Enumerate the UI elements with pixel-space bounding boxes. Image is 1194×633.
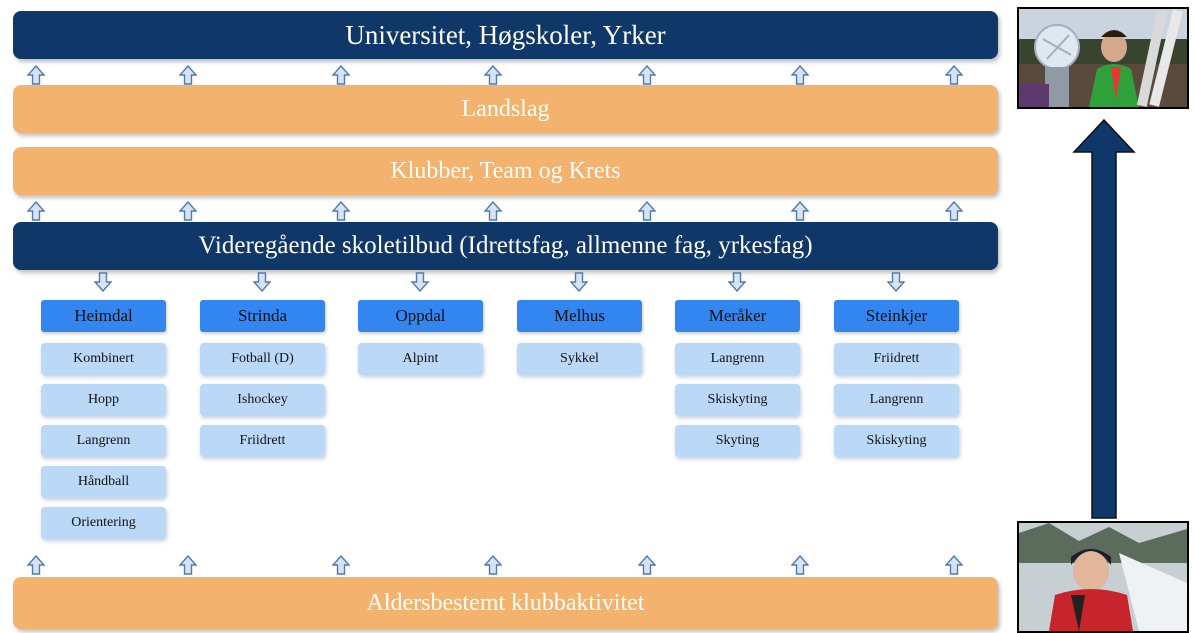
sport-item: Orientering — [41, 507, 166, 539]
up-arrow-icon — [791, 65, 809, 85]
sport-item: Friidrett — [200, 425, 325, 457]
sport-item: Fotball (D) — [200, 343, 325, 375]
up-arrow-icon — [179, 65, 197, 85]
sport-item: Skiskyting — [834, 425, 959, 457]
sport-item: Hopp — [41, 384, 166, 416]
up-arrow-icon — [484, 555, 502, 575]
down-arrow-icon — [411, 272, 429, 292]
down-arrow-icon — [887, 272, 905, 292]
landslag-bar: Landslag — [13, 85, 998, 133]
school-oppdal: Oppdal — [358, 300, 483, 332]
up-arrow-icon — [945, 65, 963, 85]
up-arrow-icon — [484, 65, 502, 85]
up-arrow-icon — [179, 201, 197, 221]
down-arrow-icon — [728, 272, 746, 292]
up-arrow-icon — [484, 201, 502, 221]
school-steinkjer: Steinkjer — [834, 300, 959, 332]
down-arrow-icon — [570, 272, 588, 292]
sport-item: Friidrett — [834, 343, 959, 375]
klubber-bar: Klubber, Team og Krets — [13, 147, 998, 195]
down-arrow-icon — [253, 272, 271, 292]
up-arrow-icon — [945, 201, 963, 221]
klubber-label: Klubber, Team og Krets — [390, 157, 621, 184]
arrow-row-middle — [0, 201, 1000, 223]
sport-item: Håndball — [41, 466, 166, 498]
youth-photo — [1017, 521, 1189, 633]
sport-item: Kombinert — [41, 343, 166, 375]
up-arrow-icon — [638, 65, 656, 85]
klubbaktivitet-bar: Aldersbestemt klubbaktivitet — [13, 577, 998, 629]
up-arrow-icon — [332, 555, 350, 575]
sport-item: Skiskyting — [675, 384, 800, 416]
school-strinda: Strinda — [200, 300, 325, 332]
sport-item: Langrenn — [834, 384, 959, 416]
school-heimdal: Heimdal — [41, 300, 166, 332]
arrow-row-bottom — [0, 555, 1000, 577]
arrow-row-down — [0, 272, 1000, 294]
arrow-row-top — [0, 65, 1000, 87]
down-arrow-icon — [94, 272, 112, 292]
big-up-arrow-icon — [1072, 118, 1136, 519]
school-meråker: Meråker — [675, 300, 800, 332]
up-arrow-icon — [27, 555, 45, 575]
up-arrow-icon — [791, 201, 809, 221]
sport-item: Ishockey — [200, 384, 325, 416]
up-arrow-icon — [638, 201, 656, 221]
up-arrow-icon — [332, 201, 350, 221]
landslag-label: Landslag — [461, 95, 550, 122]
sport-item: Langrenn — [675, 343, 800, 375]
champion-photo — [1017, 7, 1189, 109]
universitet-label: Universitet, Høgskoler, Yrker — [345, 19, 666, 50]
sport-item: Langrenn — [41, 425, 166, 457]
vgs-label: Videregående skoletilbud (Idrettsfag, al… — [198, 232, 813, 259]
up-arrow-icon — [27, 201, 45, 221]
up-arrow-icon — [179, 555, 197, 575]
up-arrow-icon — [945, 555, 963, 575]
sport-item: Skyting — [675, 425, 800, 457]
school-melhus: Melhus — [517, 300, 642, 332]
up-arrow-icon — [791, 555, 809, 575]
up-arrow-icon — [27, 65, 45, 85]
universitet-bar: Universitet, Høgskoler, Yrker — [13, 11, 998, 59]
klubbaktivitet-label: Aldersbestemt klubbaktivitet — [366, 589, 645, 616]
vgs-bar: Videregående skoletilbud (Idrettsfag, al… — [13, 222, 998, 270]
sport-item: Alpint — [358, 343, 483, 375]
up-arrow-icon — [332, 65, 350, 85]
sport-item: Sykkel — [517, 343, 642, 375]
up-arrow-icon — [638, 555, 656, 575]
